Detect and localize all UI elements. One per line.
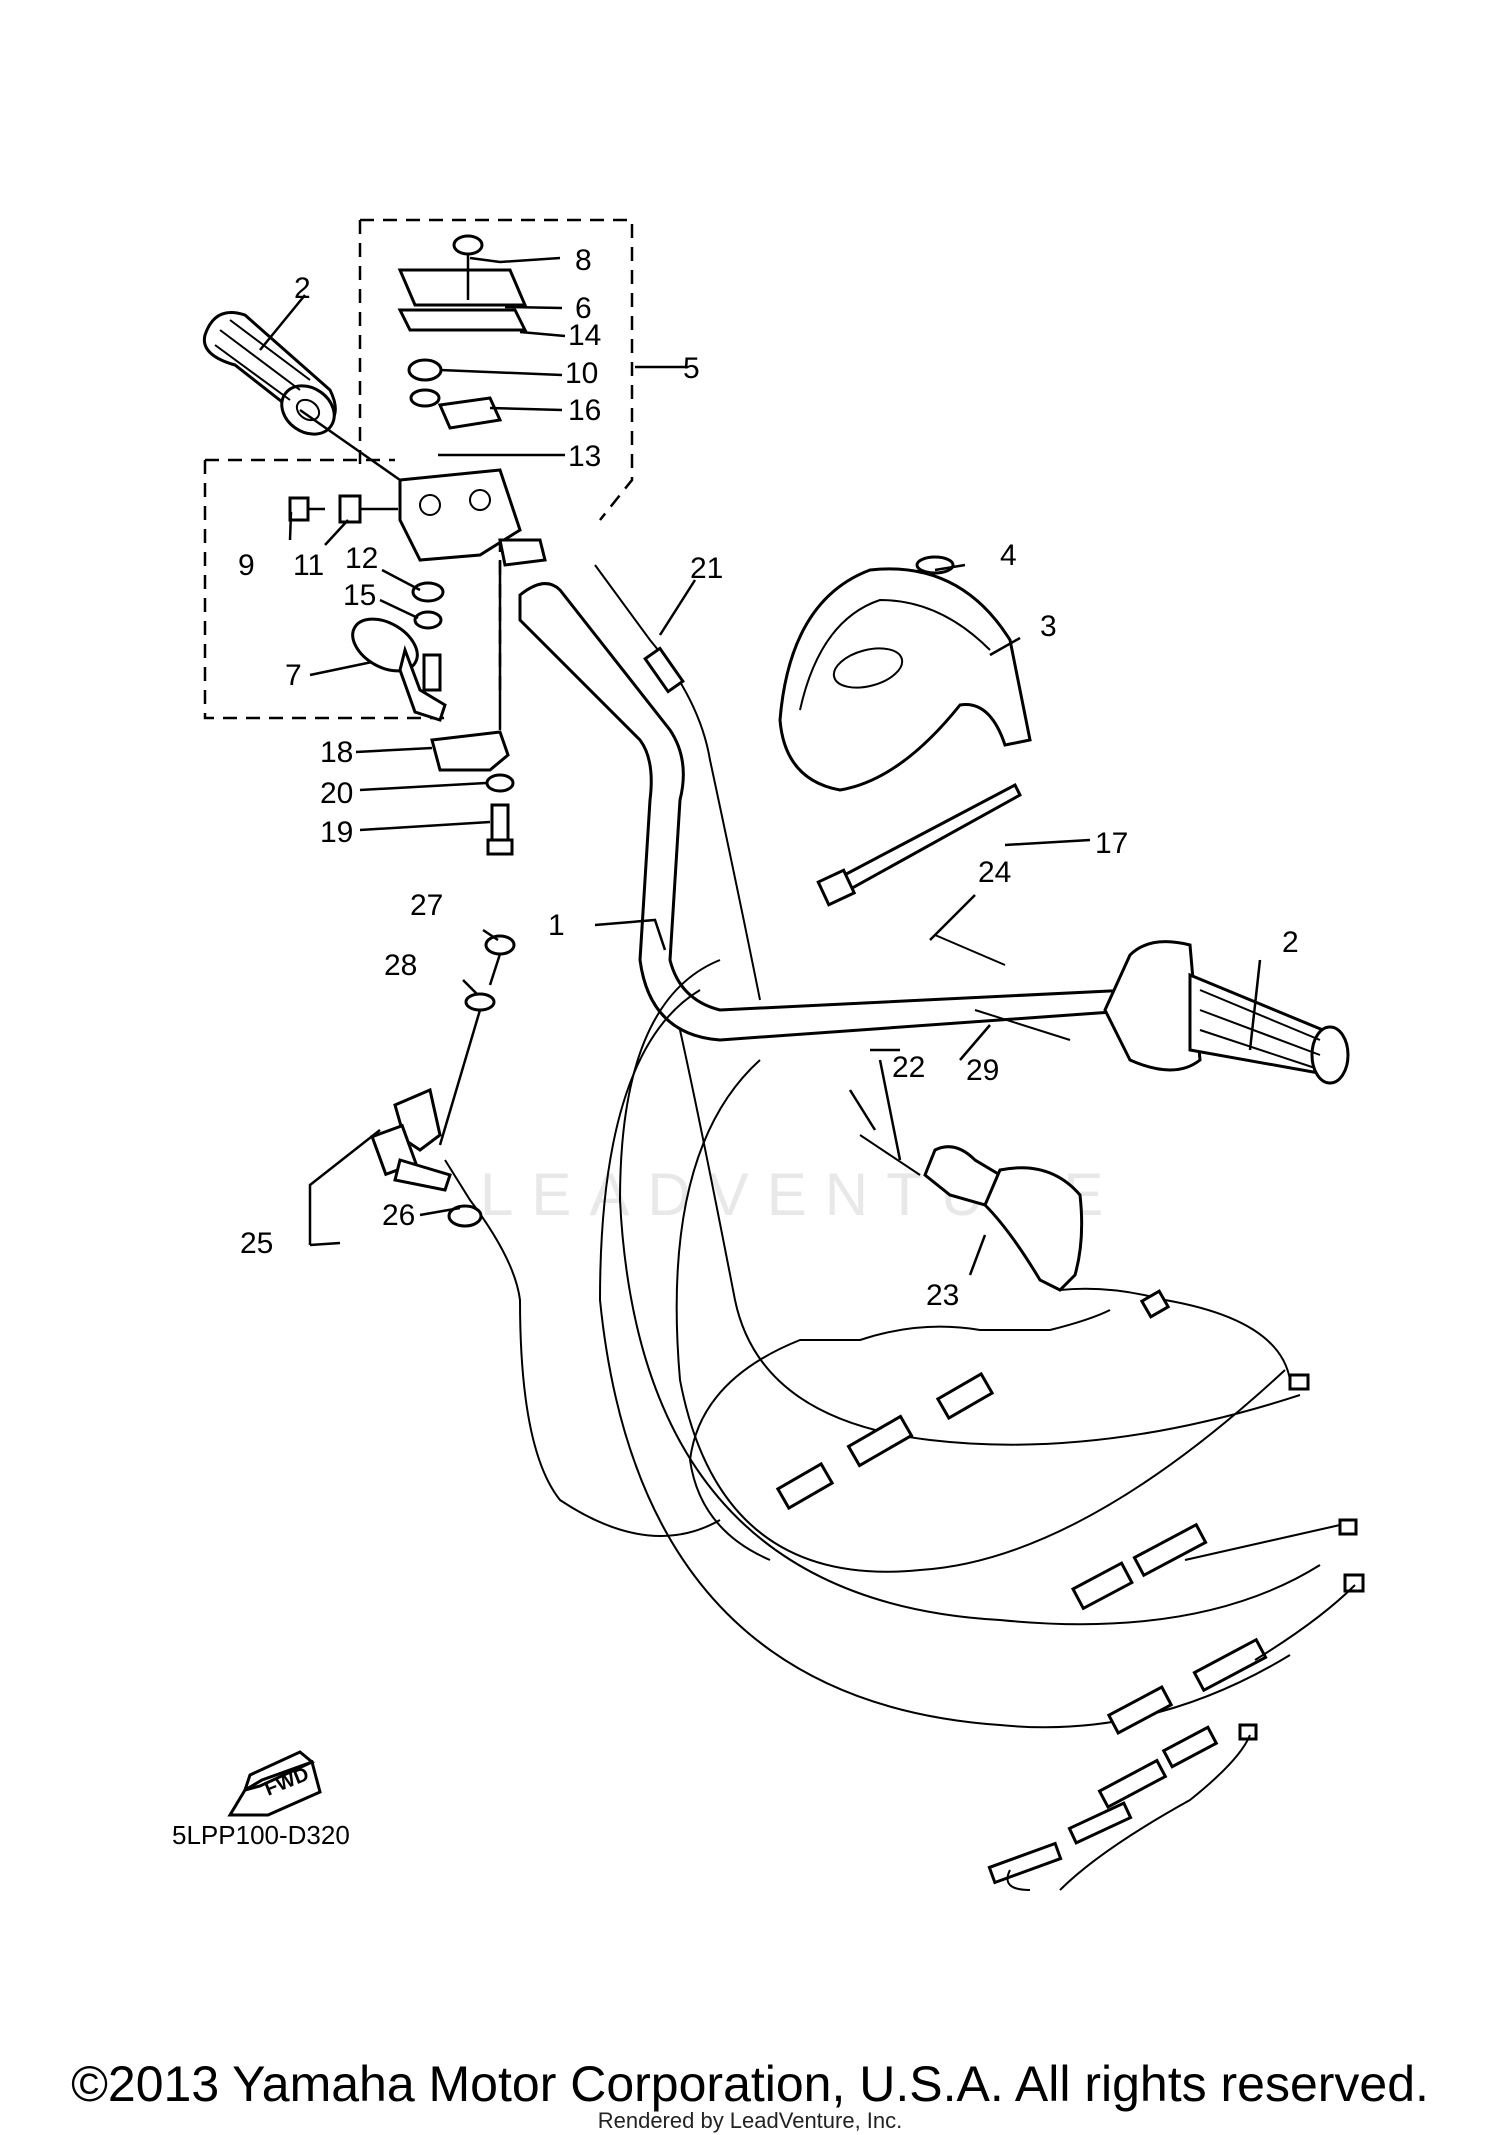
callout-label: 11 [293, 549, 324, 582]
callout-label: 24 [978, 856, 1011, 889]
handlebar[interactable] [518, 582, 1143, 1042]
choke-lever-25[interactable] [370, 1087, 452, 1192]
callout-label: 23 [926, 1279, 959, 1312]
screw-9[interactable] [288, 496, 325, 522]
nut-11[interactable] [338, 494, 398, 524]
copyright-text: ©2013 Yamaha Motor Corporation, U.S.A. A… [71, 2056, 1429, 2112]
clamp-18[interactable] [430, 730, 510, 772]
rendered-by-text: Rendered by LeadVenture, Inc. [597, 2108, 903, 2133]
callout-label: 28 [384, 949, 417, 982]
screw-8[interactable] [452, 234, 484, 300]
right-grip[interactable] [1103, 940, 1350, 1085]
diagram-code: 5LPP100-D320 [172, 1820, 350, 1850]
washer-28[interactable] [464, 992, 496, 1012]
callout-label: 17 [1095, 827, 1128, 860]
callout-label: 15 [343, 579, 376, 612]
callout-label: 18 [320, 736, 353, 769]
callout-label: 5 [683, 352, 700, 385]
cable-29[interactable] [974, 1009, 1071, 1041]
switch-housing[interactable] [397, 268, 547, 567]
callout-label: 3 [1040, 610, 1057, 643]
callout-label: 16 [568, 394, 601, 427]
callout-label: 26 [382, 1199, 415, 1232]
assembly-box-5 [358, 218, 634, 521]
callout-label: 25 [240, 1227, 273, 1260]
callout-label: 6 [575, 292, 592, 325]
callout-label: 20 [320, 777, 353, 810]
fwd-arrow-icon: FWD [227, 1750, 322, 1817]
callout-labels: 1 2 2 3 4 5 6 7 8 9 10 11 12 13 14 15 16… [238, 244, 1299, 1312]
callout-label: 21 [690, 552, 723, 585]
callout-label: 27 [410, 889, 443, 922]
washer-12[interactable] [411, 581, 445, 603]
callout-label: 22 [892, 1051, 925, 1084]
callout-label: 2 [294, 272, 311, 305]
callout-label: 1 [548, 909, 565, 942]
washer-15[interactable] [413, 610, 443, 630]
callout-label: 10 [565, 357, 598, 390]
cap-4[interactable] [915, 555, 955, 575]
callout-label: 4 [1000, 539, 1017, 572]
callout-label: 8 [575, 244, 592, 277]
cable-24[interactable] [934, 934, 1006, 966]
bolt-19[interactable] [486, 803, 514, 856]
cable-26[interactable] [444, 1159, 721, 1537]
washer-20[interactable] [485, 773, 515, 793]
boot-23[interactable] [923, 1145, 1084, 1292]
callout-label: 12 [345, 542, 378, 575]
callout-label: 19 [320, 816, 353, 849]
screw-27[interactable] [484, 934, 516, 986]
handlebar-cover[interactable] [778, 567, 1032, 792]
left-grip[interactable] [202, 311, 343, 445]
callout-label: 29 [966, 1054, 999, 1087]
callout-label: 14 [568, 319, 601, 352]
lever-7[interactable] [344, 608, 447, 722]
callout-label: 2 [1282, 926, 1299, 959]
callout-label: 9 [238, 549, 255, 582]
tie-band[interactable] [816, 782, 1022, 907]
callout-label: 7 [285, 659, 302, 692]
callout-label: 13 [568, 440, 601, 473]
cable-22[interactable] [859, 1134, 921, 1176]
